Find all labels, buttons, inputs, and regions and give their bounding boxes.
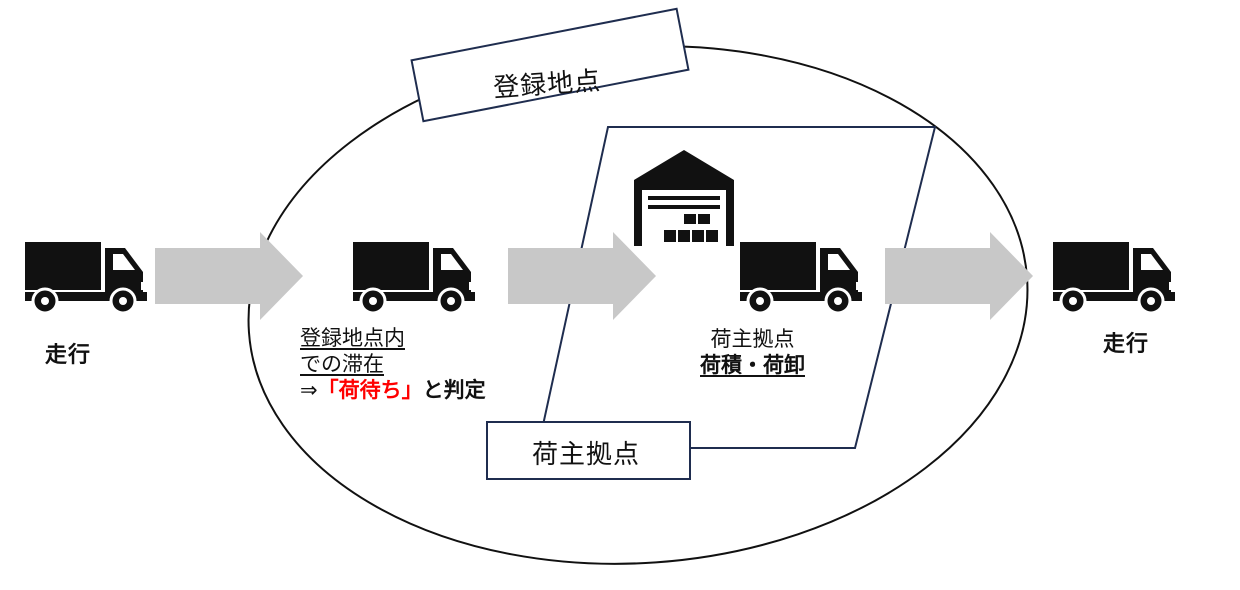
judgement-text: と判定	[422, 378, 486, 402]
registered-point-box	[410, 7, 690, 123]
shipper-base-box	[486, 421, 691, 480]
stay-label-line1: 登録地点内	[300, 326, 405, 350]
stay-label: 登録地点内 での滞在 ⇒「荷待ち」と判定	[300, 325, 486, 403]
right-truck-label: 走行	[1103, 332, 1150, 357]
waiting-highlight: 「荷待ち」	[317, 378, 423, 402]
stay-label-line2: での滞在	[300, 352, 384, 376]
left-truck-label: 走行	[45, 343, 92, 368]
base-label: 荷主拠点 荷積・荷卸	[700, 326, 805, 378]
stay-label-arrow: ⇒	[300, 378, 318, 402]
arrow-icon	[155, 232, 303, 320]
stay-label-line3: ⇒「荷待ち」と判定	[300, 377, 486, 403]
truck-icon	[351, 240, 477, 315]
warehouse-icon	[634, 150, 734, 246]
truck-icon	[1051, 240, 1177, 315]
truck-icon	[23, 240, 149, 315]
base-label-line2: 荷積・荷卸	[700, 353, 805, 377]
registered-point-title: 登録地点	[492, 66, 603, 104]
arrow-icon	[885, 232, 1033, 320]
shipper-base-title: 荷主拠点	[532, 440, 641, 470]
base-label-line1: 荷主拠点	[710, 327, 795, 351]
